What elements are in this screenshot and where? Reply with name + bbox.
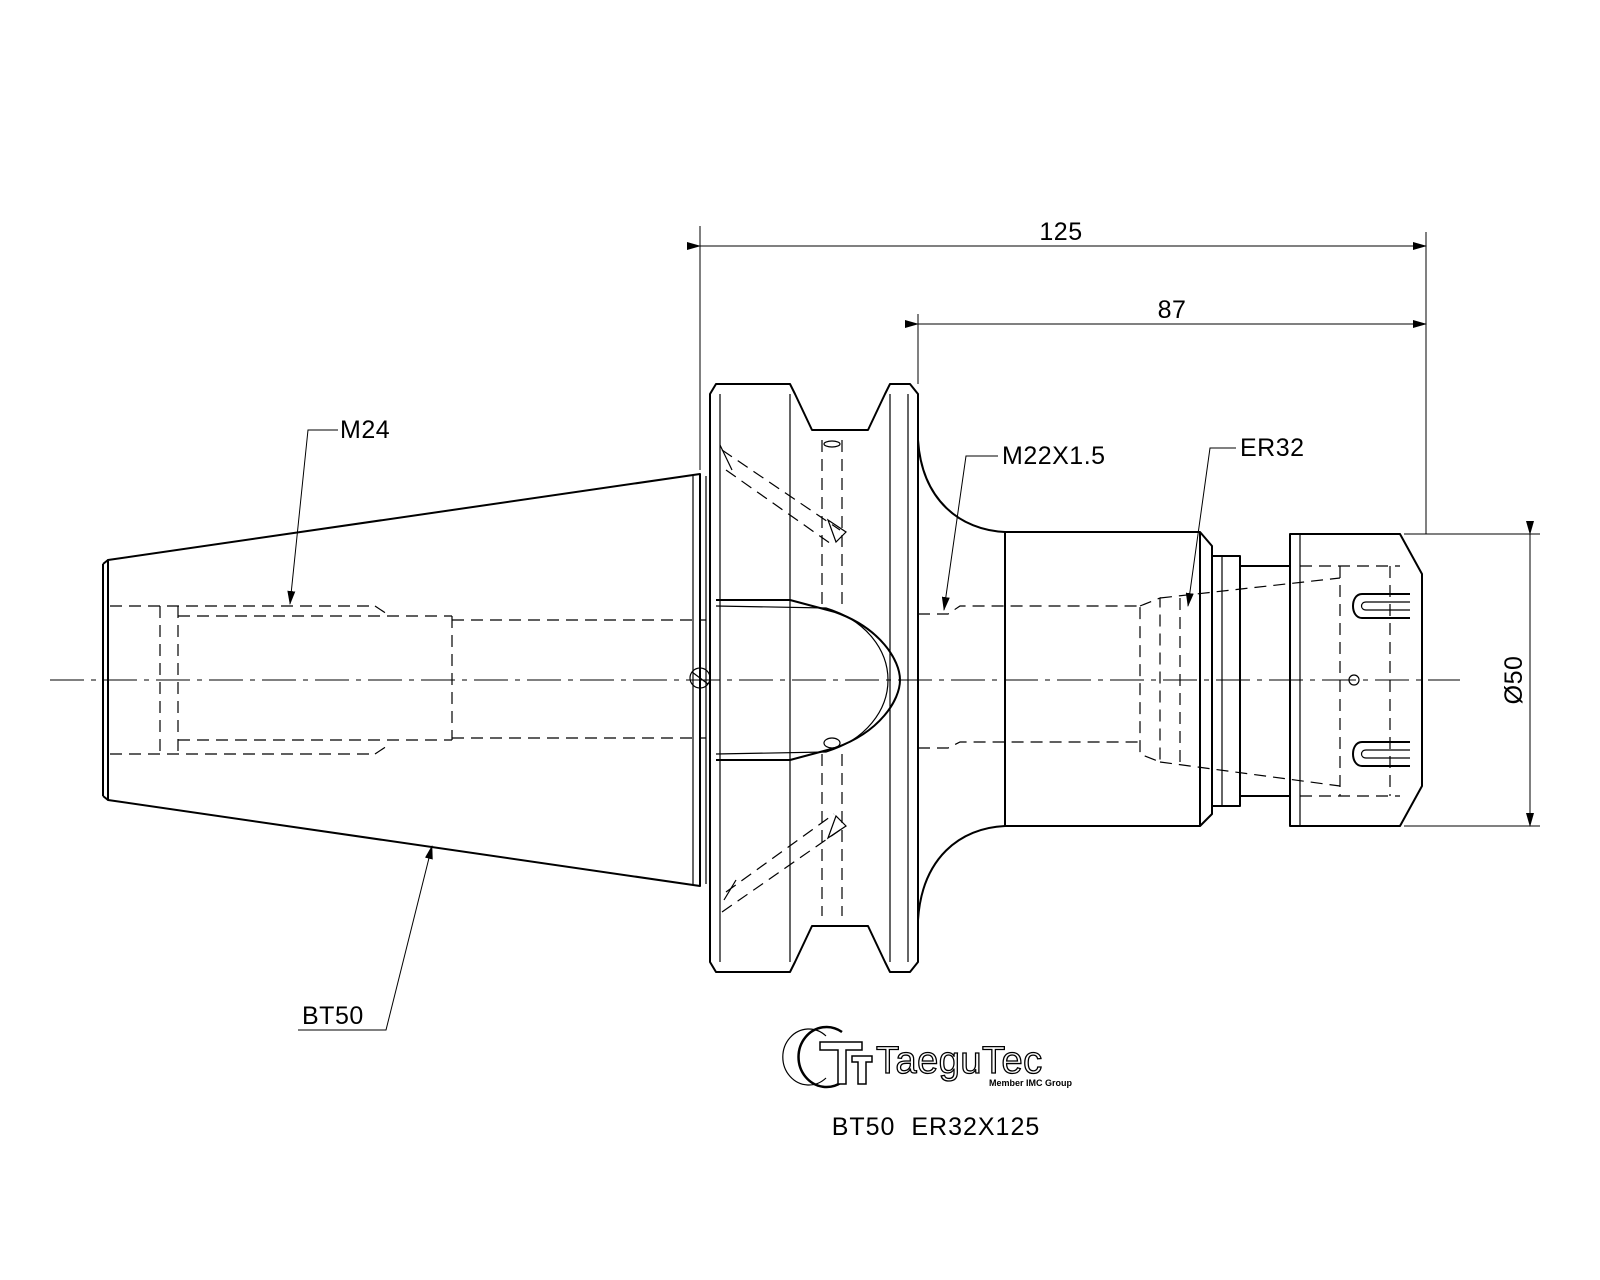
dimension-gauge bbox=[905, 314, 1427, 384]
logo-tagline: Member IMC Group bbox=[989, 1078, 1073, 1088]
taper-section bbox=[102, 473, 711, 887]
callout-inner-thread: M22X1.5 bbox=[1002, 442, 1106, 470]
dimension-diameter bbox=[1404, 521, 1540, 827]
dimension-gauge-length: 87 bbox=[1158, 296, 1187, 324]
callout-leader-m22 bbox=[941, 455, 998, 611]
dimension-overall-length: 125 bbox=[1039, 218, 1082, 246]
body-section bbox=[917, 439, 1341, 921]
callout-collet: ER32 bbox=[1240, 434, 1305, 462]
logo-mark bbox=[782, 1025, 873, 1089]
model-code: BT50 ER32X125 bbox=[832, 1113, 1041, 1141]
flange-section bbox=[709, 383, 919, 973]
nut-section bbox=[1289, 533, 1423, 827]
dimension-overall bbox=[687, 226, 1427, 534]
callout-taper-type: BT50 bbox=[302, 1002, 364, 1030]
callout-taper-thread: M24 bbox=[340, 416, 390, 444]
dimension-nut-diameter: Ø50 bbox=[1500, 656, 1528, 705]
callout-leader-er32 bbox=[1185, 447, 1236, 607]
callout-leader-m24 bbox=[287, 429, 338, 605]
callout-leader-bt50 bbox=[298, 845, 433, 1031]
logo-wordmark: TaeguTec bbox=[876, 1040, 1043, 1082]
